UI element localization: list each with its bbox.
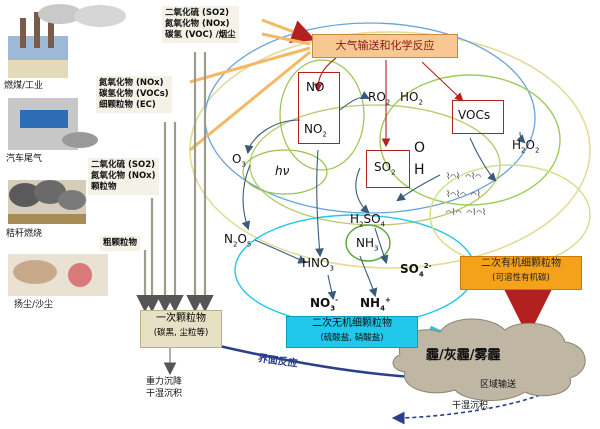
species-so4: SO42-: [400, 262, 432, 279]
primary-particles-title: 一次颗粒物: [156, 313, 206, 324]
inorganic-particles-box: 二次无机细颗粒物 (硫酸盐, 硝酸盐): [286, 316, 418, 348]
pollutant-item: 颗粒物: [91, 182, 117, 192]
pollutants-coal: 二氧化硫 (SO2) 氮氧化物 (NOx) 碳氢 (VOC) /烟尘: [162, 6, 239, 43]
source-label-straw: 秸秆燃烧: [6, 229, 43, 239]
source-label-vehicle: 汽车尾气: [6, 154, 43, 164]
haze-title: 霾/灰霾/雾霾: [426, 348, 501, 363]
pollutant-item: 二氧化硫 (SO2): [91, 160, 155, 170]
atmosphere-box: 大气输送和化学反应: [312, 34, 458, 58]
reaction-arrows: [241, 57, 526, 301]
primary-particles-box: 一次颗粒物 (碳黑, 尘粒等): [140, 310, 222, 348]
vocs-box: [452, 100, 504, 134]
pollutant-item: 粗颗粒物: [103, 238, 138, 248]
interface-arrow: [214, 343, 435, 388]
species-hv: hν: [275, 164, 290, 178]
species-o: O: [414, 140, 426, 156]
vehicle-picture: [8, 98, 98, 150]
cycle-ellipse-nox: [279, 59, 365, 171]
pollutants-straw: 二氧化硫 (SO2) 氮氧化物 (NOx) 颗粒物: [88, 158, 159, 195]
species-no: NO: [306, 80, 325, 94]
deposition-right-label: 干湿沉积: [452, 401, 489, 411]
regional-transport-label: 区域输送: [480, 380, 517, 390]
cycle-ellipse-hv: [242, 149, 328, 195]
organic-molecules-icon: ⌇⌒⌇ ⌒⌇⌒ ⌇⌒⌇⌒ ⌒⌇ ⌒⌇⌒ ⌒⌇⌒⌇: [446, 172, 487, 218]
species-no3: NO3-: [310, 296, 339, 313]
pollutant-item: 氮氧化物 (NOx): [99, 78, 164, 88]
species-hno3: HNO3: [302, 256, 334, 273]
species-no2: NO2: [304, 122, 327, 139]
species-n2o5: N2O5: [224, 232, 252, 249]
inorganic-detail: (硫酸盐, 硝酸盐): [320, 333, 384, 343]
straw-burning-picture: [8, 180, 86, 224]
source-arrows: [189, 18, 316, 152]
deposition-left-label: 重力沉降 干湿沉积: [146, 377, 183, 399]
nox-box: [298, 72, 340, 144]
pollutants-vehicle: 氮氧化物 (NOx) 碳氢化物 (VOCs) 细颗粒物 (EC): [96, 76, 172, 113]
pollutant-item: 氮氧化物 (NOx): [91, 171, 156, 181]
species-vocs: VOCs: [458, 108, 491, 122]
organic-title: 二次有机细颗粒物: [481, 258, 561, 269]
cycle-ellipse-vocs: [379, 74, 561, 206]
source-label-coal: 燃煤/工业: [4, 81, 44, 91]
pollutants-dust: 粗颗粒物: [100, 236, 141, 251]
species-o3: O3: [232, 152, 246, 169]
species-ho2: HO2: [400, 90, 423, 107]
pollutant-item: 二氧化硫 (SO2): [165, 8, 229, 18]
species-ro2: RO2: [368, 90, 391, 107]
primary-particles-detail: (碳黑, 尘粒等): [153, 328, 209, 338]
species-h2o2: H2O2: [512, 138, 540, 155]
organic-particles-box: 二次有机细颗粒物 (可溶性有机碳): [460, 256, 582, 290]
pollutant-item: 氮氧化物 (NOx): [165, 19, 230, 29]
haze-cloud-shape: [392, 318, 586, 401]
pollutant-item: 碳氢化物 (VOCs): [99, 89, 169, 99]
species-so2: SO2: [374, 160, 396, 177]
primary-particle-arrows: [136, 52, 214, 313]
dust-picture: [8, 254, 108, 296]
haze-return-arrow: [391, 394, 541, 425]
so2-box: [366, 150, 410, 188]
pollutant-item: 碳氢 (VOC) /烟尘: [165, 30, 236, 40]
inorganic-title: 二次无机细颗粒物: [312, 318, 392, 329]
cycle-ellipse-nh3: [345, 224, 391, 262]
species-nh3: NH3: [356, 236, 379, 253]
source-label-dust: 扬尘/沙尘: [14, 300, 54, 310]
coal-factory-picture: [8, 4, 126, 78]
species-h: H: [414, 162, 425, 178]
organic-detail: (可溶性有机碳): [492, 273, 550, 283]
species-nh4: NH4+: [360, 296, 391, 313]
species-h2so4: H2SO4: [350, 212, 386, 229]
pollutant-item: 细颗粒物 (EC): [99, 100, 156, 110]
